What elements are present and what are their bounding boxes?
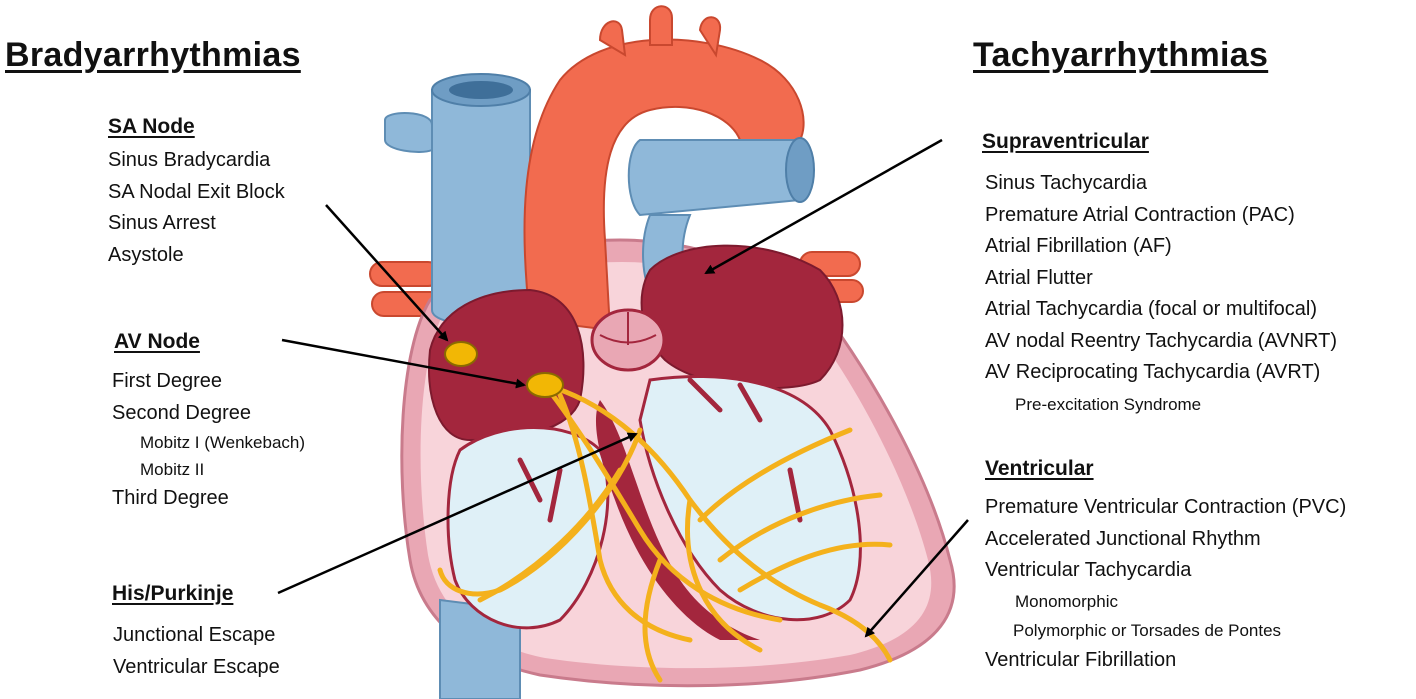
aortic-valve xyxy=(590,308,666,372)
list-item: Ventricular Escape xyxy=(113,655,280,678)
list-item: Sinus Bradycardia xyxy=(108,149,271,171)
av-node-list: First Degree Second Degree Mobitz I (Wen… xyxy=(112,366,305,515)
sa-node-list: Sinus Bradycardia SA Nodal Exit Block Si… xyxy=(108,145,285,271)
aorta xyxy=(523,5,805,332)
list-item: Atrial Tachycardia (focal or multifocal) xyxy=(985,298,1317,320)
list-item: Premature Ventricular Contraction (PVC) xyxy=(985,496,1347,518)
supraventricular-heading: Supraventricular xyxy=(982,130,1149,153)
arrow-ventricular xyxy=(864,519,969,638)
pointer-arrows xyxy=(277,138,969,638)
list-item: Premature Atrial Contraction (PAC) xyxy=(985,203,1295,226)
bradyarrhythmias-heading: Bradyarrhythmias xyxy=(5,36,301,74)
arrow-supraventricular xyxy=(704,138,943,275)
av-node-heading: AV Node xyxy=(114,330,200,353)
list-item: Ventricular Fibrillation xyxy=(985,648,1177,671)
arrow-his-purkinje xyxy=(277,432,638,595)
list-item: Atrial Fibrillation (AF) xyxy=(985,235,1172,257)
conduction-pathways xyxy=(437,382,893,683)
list-item: Mobitz II xyxy=(140,460,205,479)
list-item: Third Degree xyxy=(112,487,229,509)
list-item: Pre-excitation Syndrome xyxy=(1015,394,1202,414)
list-item: First Degree xyxy=(112,370,223,392)
arrow-av-node xyxy=(281,338,526,389)
list-item: Sinus Tachycardia xyxy=(985,172,1147,194)
list-item: Polymorphic or Torsades de Pontes xyxy=(1013,620,1282,640)
list-item: Accelerated Junctional Rhythm xyxy=(985,527,1261,550)
list-item: SA Nodal Exit Block xyxy=(108,180,285,203)
sa-node-heading: SA Node xyxy=(108,115,195,138)
sa-node xyxy=(444,341,478,367)
list-item: Atrial Flutter xyxy=(985,266,1093,289)
list-item: Second Degree xyxy=(112,401,251,424)
list-item: Junctional Escape xyxy=(113,624,276,646)
list-item: AV Reciprocating Tachycardia (AVRT) xyxy=(985,361,1321,383)
right-ventricle xyxy=(446,426,610,630)
list-item: Sinus Arrest xyxy=(108,212,216,234)
list-item: Asystole xyxy=(108,243,184,266)
list-item: Mobitz I (Wenkebach) xyxy=(140,433,306,452)
supraventricular-list: Sinus Tachycardia Premature Atrial Contr… xyxy=(985,168,1337,420)
list-item: Ventricular Tachycardia xyxy=(985,559,1192,581)
superior-vena-cava xyxy=(384,73,531,326)
tachyarrhythmias-heading: Tachyarrhythmias xyxy=(973,36,1269,74)
list-item: Monomorphic xyxy=(1015,591,1118,611)
arrow-sa-node xyxy=(325,204,449,342)
septum xyxy=(595,400,760,640)
av-node xyxy=(526,372,564,398)
ventricular-list: Premature Ventricular Contraction (PVC) … xyxy=(985,492,1346,676)
ventricular-heading: Ventricular xyxy=(985,457,1094,480)
his-purkinje-list: Junctional Escape Ventricular Escape xyxy=(113,620,280,683)
his-purkinje-heading: His/Purkinje xyxy=(112,582,234,605)
list-item: AV nodal Reentry Tachycardia (AVNRT) xyxy=(985,329,1338,352)
